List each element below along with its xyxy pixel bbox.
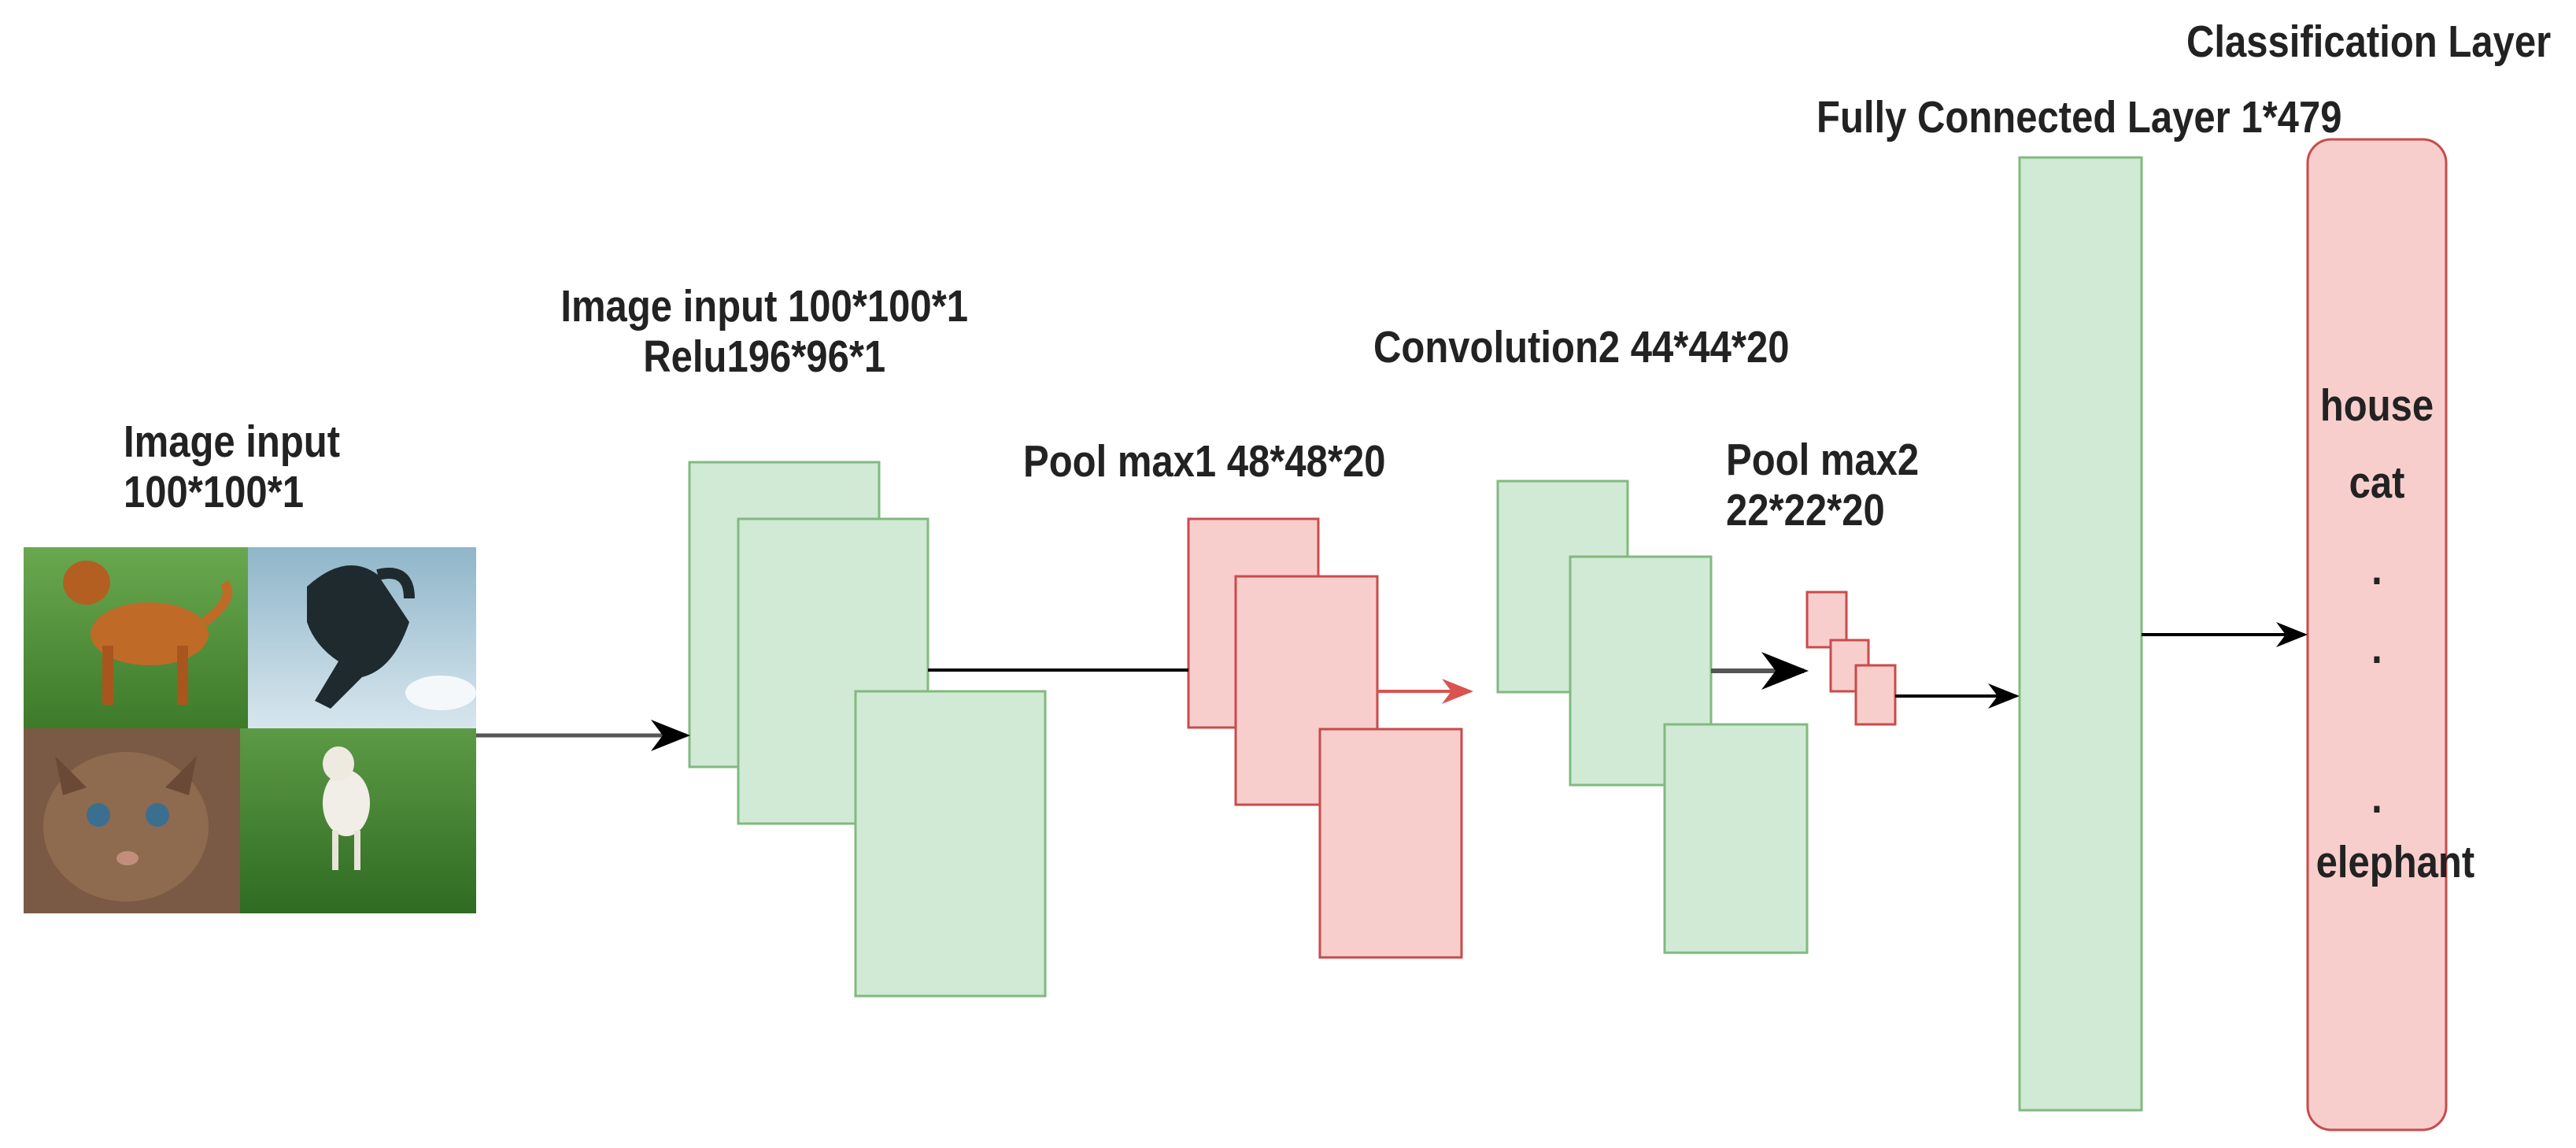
lamb-image <box>240 728 476 913</box>
conv2-label: Convolution2 44*44*20 <box>1373 322 1790 372</box>
pool2-feature-maps <box>1805 591 1897 726</box>
conv1-label-line1: Image input 100*100*1 <box>560 281 969 331</box>
classification-layer <box>2306 138 2448 1131</box>
input-image-collage <box>24 547 476 913</box>
conv1-label: Image input 100*100*1 Relu196*96*1 <box>548 281 981 383</box>
class-elephant: elephant <box>2315 837 2475 887</box>
dog-image <box>24 547 248 728</box>
input-image-label-line1: Image input <box>124 417 341 467</box>
conv1-feature-maps <box>688 461 1047 998</box>
class-cat: cat <box>2349 457 2405 508</box>
input-image-label: Image input 100*100*1 <box>124 417 340 518</box>
class-ellipsis-2: . <box>2371 623 2382 673</box>
pool2-label-line2: 22*22*20 <box>1726 484 1885 535</box>
pool2-label: Pool max2 22*22*20 <box>1726 435 1919 536</box>
classification-label: Classification Layer <box>2186 17 2552 67</box>
class-house: house <box>2319 380 2434 431</box>
pool1-feature-maps <box>1187 517 1463 959</box>
conv1-label-line2: Relu196*96*1 <box>643 331 886 382</box>
fully-connected-label: Fully Connected Layer 1*479 <box>1817 92 2342 143</box>
class-ellipsis-1: . <box>2371 544 2382 594</box>
input-image-label-line2: 100*100*1 <box>124 466 305 517</box>
cat-image <box>24 728 240 913</box>
pool1-label: Pool max1 48*48*20 <box>1023 436 1386 487</box>
class-ellipsis-3: . <box>2371 772 2382 823</box>
fully-connected-layer <box>2018 156 2143 1112</box>
pool2-label-line1: Pool max2 <box>1726 435 1920 485</box>
conv2-feature-maps <box>1496 480 1809 954</box>
horse-image <box>248 547 476 728</box>
